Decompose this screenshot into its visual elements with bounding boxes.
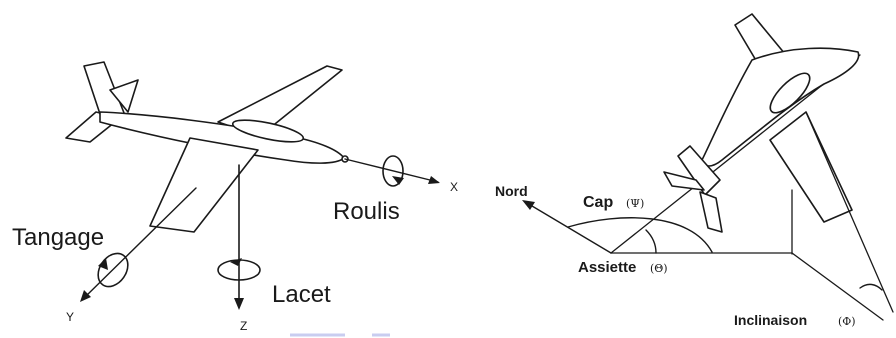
left-aircraft-near-wing — [149, 137, 259, 233]
pitch-label: Tangage — [12, 224, 104, 251]
y-axis-label: Y — [66, 310, 74, 324]
bank-symbol: (Φ) — [838, 315, 856, 328]
yaw-label: Lacet — [272, 281, 331, 308]
attitude-label: Assiette — [578, 259, 636, 276]
heading-symbol: (Ψ) — [626, 197, 644, 210]
pitch-rotation-arrow — [97, 252, 129, 288]
y-axis-line — [83, 187, 197, 299]
right-aircraft-canopy — [769, 72, 811, 114]
left-aircraft-figure: X Y Z Roulis Tangage Lacet — [12, 61, 458, 337]
bank-arc — [859, 283, 883, 291]
x-axis-arrowhead — [428, 176, 440, 184]
x-axis-line — [344, 158, 439, 183]
right-aircraft-bank-edge — [805, 111, 894, 313]
y-axis-arrowhead — [80, 290, 91, 302]
attitude-arc — [645, 229, 657, 254]
bank-reference-line — [791, 252, 884, 321]
north-direction-line — [526, 202, 612, 254]
roll-label: Roulis — [333, 198, 400, 225]
right-aircraft-figure: Nord Cap (Ψ) Assiette (Θ) Inclinaison (Φ… — [495, 13, 894, 328]
right-aircraft-rudder — [699, 191, 723, 233]
north-label: Nord — [495, 183, 528, 199]
left-aircraft-canopy — [231, 119, 305, 143]
roll-rotation-arrow — [382, 155, 404, 187]
x-axis-label: X — [450, 180, 458, 194]
bank-label: Inclinaison — [734, 312, 807, 328]
right-aircraft-vertical-fin — [663, 171, 705, 191]
right-aircraft-near-wing — [769, 111, 853, 223]
z-axis-label: Z — [240, 319, 247, 333]
north-arrowhead — [522, 200, 535, 210]
heading-label: Cap — [583, 194, 613, 211]
yaw-rotation-arrow — [217, 258, 261, 281]
heading-arc — [567, 217, 713, 253]
z-axis-arrowhead — [234, 298, 244, 310]
left-aircraft-rudder — [109, 79, 139, 113]
attitude-symbol: (Θ) — [650, 262, 668, 275]
